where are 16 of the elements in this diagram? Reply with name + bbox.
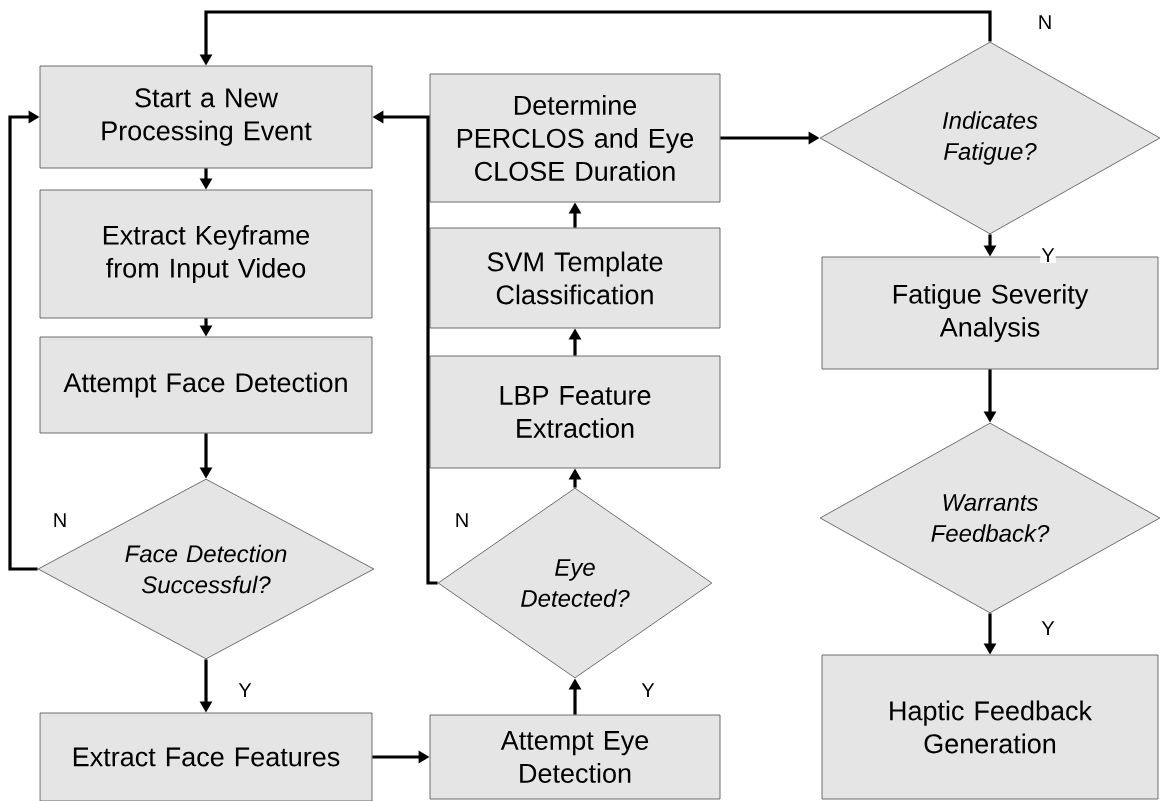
edge-label: Y <box>1040 247 1056 263</box>
process-box: Attempt Eye Detection <box>429 714 721 800</box>
edge-label: Y <box>1040 620 1056 636</box>
process-box: LBP Feature Extraction <box>429 355 721 469</box>
process-box: Extract Face Features <box>39 712 373 801</box>
edge-label: N <box>453 512 471 528</box>
edge-label: N <box>1036 14 1054 30</box>
process-box: Extract Keyframe from Input Video <box>39 189 373 319</box>
process-box: Haptic Feedback Generation <box>821 654 1159 800</box>
process-box: Attempt Face Detection <box>39 336 373 434</box>
edge-label: N <box>51 512 69 528</box>
process-box: Start a New Processing Event <box>39 65 373 169</box>
edge-label: Y <box>237 682 253 698</box>
process-box: Determine PERCLOS and Eye CLOSE Duration <box>429 73 721 203</box>
edge-label: Y <box>640 682 656 698</box>
process-box: SVM Template Classification <box>429 227 721 329</box>
